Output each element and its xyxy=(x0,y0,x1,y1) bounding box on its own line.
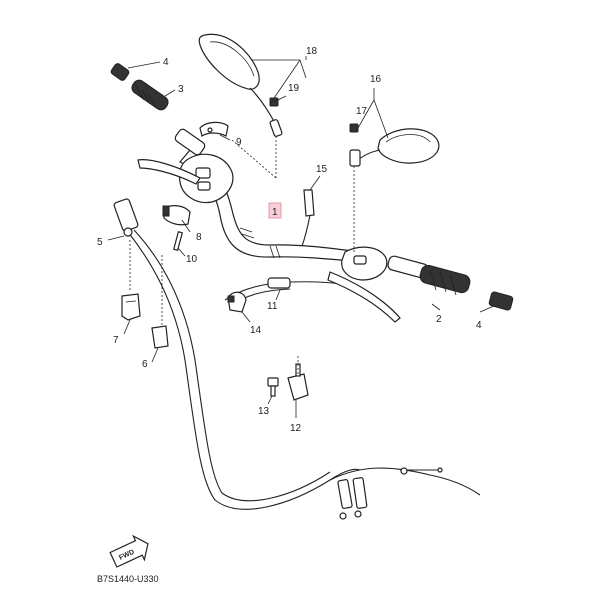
left-handlebar-tube xyxy=(174,128,206,156)
connector-part-11 xyxy=(267,277,291,289)
callout-17: 17 xyxy=(356,106,368,117)
left-mirror xyxy=(198,33,260,90)
diagram-code: B7S1440-U330 xyxy=(97,574,159,584)
leader-lines xyxy=(107,56,495,418)
left-mirror-stem xyxy=(249,87,283,137)
callout-3: 3 xyxy=(178,84,184,95)
bracket-part-7 xyxy=(121,293,141,321)
left-grip xyxy=(131,79,169,111)
callout-1: 1 xyxy=(272,207,278,218)
clip-part-14 xyxy=(227,291,247,313)
right-switch-housing xyxy=(341,246,388,281)
left-switch-housing xyxy=(178,153,234,204)
callout-15: 15 xyxy=(316,164,328,175)
callout-7: 7 xyxy=(113,335,119,346)
clamp-part-8 xyxy=(162,205,191,226)
right-mirror-stem xyxy=(349,149,381,167)
callout-16: 16 xyxy=(370,74,382,85)
callout-4-right: 4 xyxy=(476,320,482,331)
band-part-15 xyxy=(301,189,315,247)
right-mirror xyxy=(377,128,440,164)
callout-9: 9 xyxy=(236,137,242,148)
callout-13: 13 xyxy=(258,406,270,417)
part-1-highlight xyxy=(268,202,282,219)
callout-5: 5 xyxy=(97,237,103,248)
callout-12: 12 xyxy=(290,423,302,434)
adjuster-part-5 xyxy=(113,198,139,237)
callout-6: 6 xyxy=(142,359,148,370)
callout-18: 18 xyxy=(306,46,318,57)
callout-4-left: 4 xyxy=(163,57,169,68)
callout-11: 11 xyxy=(267,301,278,312)
callout-8: 8 xyxy=(196,232,202,243)
callout-numbers: 1 2 3 4 4 5 6 7 8 9 10 11 12 13 14 15 16… xyxy=(97,46,482,434)
nut-part-17 xyxy=(349,123,359,133)
bolt-part-10 xyxy=(173,231,183,251)
callout-2: 2 xyxy=(436,314,442,325)
bolt-part-13 xyxy=(267,377,279,397)
left-grip-end xyxy=(110,63,130,81)
throttle-cable-assembly xyxy=(127,229,481,510)
right-brake-lever xyxy=(327,271,401,323)
callout-14: 14 xyxy=(250,325,262,336)
holder-part-9 xyxy=(199,121,229,137)
left-brake-lever xyxy=(137,159,201,185)
cable-end-fittings xyxy=(337,477,368,520)
clip-part-6 xyxy=(151,325,169,349)
callout-19: 19 xyxy=(288,83,300,94)
fwd-arrow-icon: FWD xyxy=(109,534,149,568)
throttle-grip-part-2 xyxy=(387,255,471,296)
right-grip-end-part-4 xyxy=(488,291,514,311)
callout-10: 10 xyxy=(186,254,198,265)
